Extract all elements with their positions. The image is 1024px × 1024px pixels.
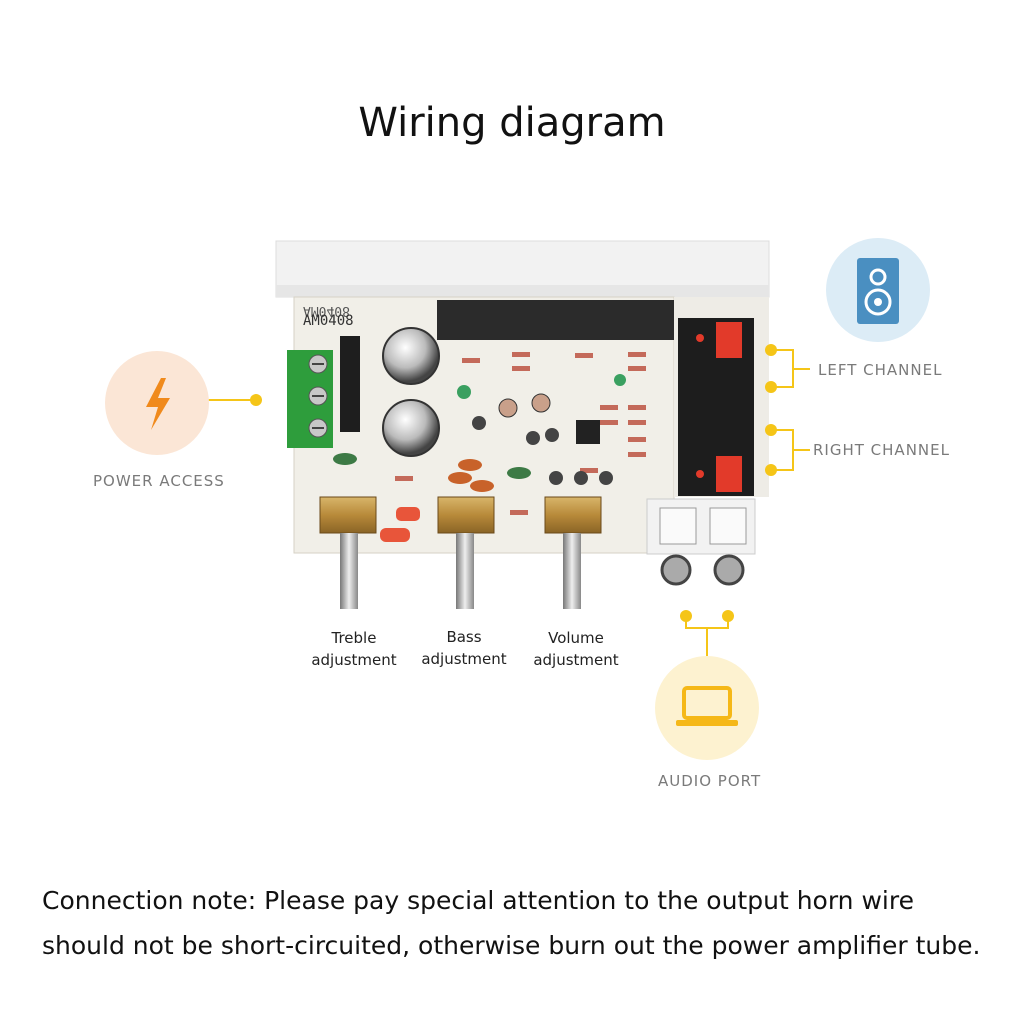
amplifier-ic	[437, 300, 674, 340]
capacitor	[382, 327, 440, 385]
left-channel-label: LEFT CHANNEL	[818, 361, 943, 379]
rca-jacks	[646, 498, 756, 586]
volume-pot	[544, 496, 602, 609]
speaker-icon	[826, 238, 930, 342]
treble-pot	[319, 496, 377, 609]
right-channel-label: RIGHT CHANNEL	[813, 441, 950, 459]
power-terminal	[287, 350, 333, 448]
diagram-title: Wiring diagram	[358, 100, 666, 146]
model-label: AM0408	[303, 313, 354, 329]
power-icon	[105, 351, 209, 455]
bass-pot	[437, 496, 495, 609]
model-mirrored: AM0408	[303, 303, 350, 318]
capacitor	[382, 399, 440, 457]
power-access-label: POWER ACCESS	[93, 472, 225, 490]
speaker-terminal	[678, 318, 754, 496]
connection-note: Connection note: Please pay special atte…	[42, 886, 981, 960]
audio-port-label: AUDIO PORT	[658, 772, 762, 790]
laptop-icon	[655, 656, 759, 760]
